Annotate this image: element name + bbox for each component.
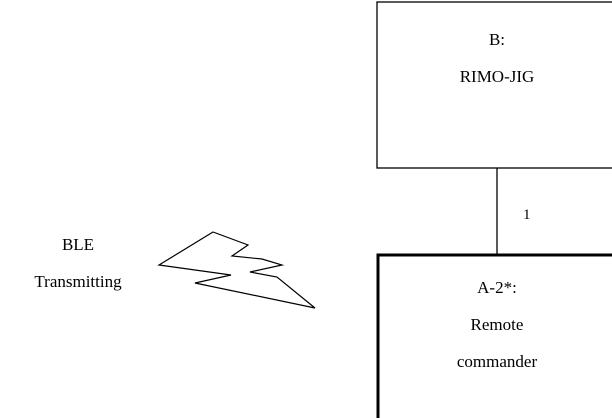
node-b-rimo-jig: B: RIMO-JIG [376, 1, 612, 169]
ble-transmitting-group: BLE Transmitting [34, 231, 316, 309]
node-b-id-label: B: [489, 30, 505, 49]
node-a-name-line2-label: commander [457, 352, 538, 371]
node-b-box [376, 1, 612, 169]
node-a-id-label: A-2*: [477, 278, 517, 297]
lightning-bolt-icon [157, 231, 316, 309]
connector-b-to-a: 1 [496, 168, 531, 254]
ble-transmitting-label: Transmitting [34, 272, 122, 291]
connector-multiplicity-label: 1 [523, 207, 531, 223]
node-a-name-line1-label: Remote [471, 315, 524, 334]
node-b-name-label: RIMO-JIG [460, 67, 535, 86]
node-a-box [376, 253, 612, 418]
node-a-remote-commander: A-2*: Remote commander [376, 253, 612, 418]
ble-label: BLE [62, 235, 94, 254]
